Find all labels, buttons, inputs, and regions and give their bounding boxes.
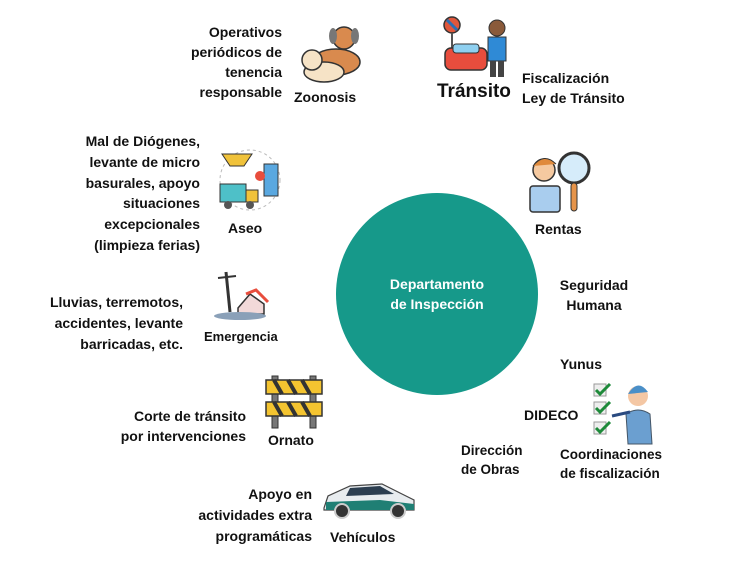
zoonosis-description: Operativos periódicos de tenencia respon… bbox=[191, 22, 282, 102]
label-line: de Obras bbox=[461, 462, 520, 477]
label-line: de fiscalización bbox=[560, 466, 660, 481]
yunus-label: Yunus bbox=[560, 356, 603, 372]
vehiculos-label: Vehículos bbox=[330, 529, 396, 545]
emergencia-description: Lluvias, terremotos, accidentes, levante… bbox=[50, 292, 183, 355]
desc-line: actividades extra bbox=[198, 507, 312, 523]
desc-line: Apoyo en bbox=[248, 486, 312, 502]
traffic-officer-icon bbox=[443, 16, 507, 77]
car-icon bbox=[323, 483, 415, 519]
ornato-description: Corte de tránsito por intervenciones bbox=[121, 406, 246, 446]
dog-cat-icon bbox=[301, 26, 361, 83]
desc-line: Operativos bbox=[208, 24, 282, 40]
desc-line: programáticas bbox=[215, 528, 312, 544]
disaster-icon bbox=[214, 271, 270, 320]
road-barrier-icon bbox=[265, 375, 323, 429]
label-line: Coordinaciones bbox=[560, 447, 663, 462]
desc-line: Ley de Tránsito bbox=[522, 90, 625, 106]
desc-line: levante de micro bbox=[89, 153, 201, 170]
coordinaciones-label: Coordinaciones de fiscalización bbox=[560, 445, 662, 483]
desc-line: por intervenciones bbox=[120, 428, 246, 444]
desc-line: situaciones bbox=[122, 195, 200, 212]
desc-line: basurales, apoyo bbox=[85, 174, 200, 191]
vehiculos-description: Apoyo en actividades extra programáticas bbox=[198, 484, 312, 547]
desc-line: (limpieza ferias) bbox=[94, 236, 200, 253]
desc-line: tenencia bbox=[225, 64, 282, 80]
magnifier-person-icon bbox=[529, 151, 591, 213]
label-line: Seguridad bbox=[559, 277, 629, 293]
desc-line: Corte de tránsito bbox=[133, 408, 246, 424]
dideco-label: DIDECO bbox=[524, 407, 579, 423]
aseo-description: Mal de Diógenes, levante de micro basura… bbox=[86, 131, 200, 256]
desc-line: accidentes, levante bbox=[54, 315, 183, 331]
transito-label: Tránsito bbox=[437, 81, 511, 102]
desc-line: barricadas, etc. bbox=[80, 336, 183, 352]
center-title-line2: de Inspección bbox=[390, 296, 484, 312]
label-line: Humana bbox=[566, 297, 622, 313]
emergencia-label: Emergencia bbox=[204, 329, 278, 344]
desc-line: periódicos de bbox=[190, 44, 282, 60]
checklist-inspector-icon bbox=[593, 382, 653, 445]
center-node: Departamento de Inspección bbox=[336, 193, 538, 395]
direccion-obras-label: Dirección de Obras bbox=[461, 441, 523, 479]
rentas-label: Rentas bbox=[535, 221, 582, 237]
desc-line: Fiscalización bbox=[522, 70, 610, 86]
zoonosis-label: Zoonosis bbox=[294, 89, 357, 105]
desc-line: responsable bbox=[199, 84, 282, 100]
transito-description: Fiscalización Ley de Tránsito bbox=[522, 68, 625, 108]
label-line: Dirección bbox=[461, 443, 523, 458]
desc-line: Mal de Diógenes, bbox=[85, 133, 200, 149]
ornato-label: Ornato bbox=[268, 432, 314, 448]
desc-line: Lluvias, terremotos, bbox=[49, 294, 183, 310]
center-title-line1: Departamento bbox=[389, 276, 485, 292]
seguridad-humana-label: Seguridad Humana bbox=[552, 275, 636, 315]
desc-line: excepcionales bbox=[104, 216, 200, 233]
garbage-truck-icon bbox=[219, 149, 281, 211]
aseo-label: Aseo bbox=[228, 220, 263, 236]
